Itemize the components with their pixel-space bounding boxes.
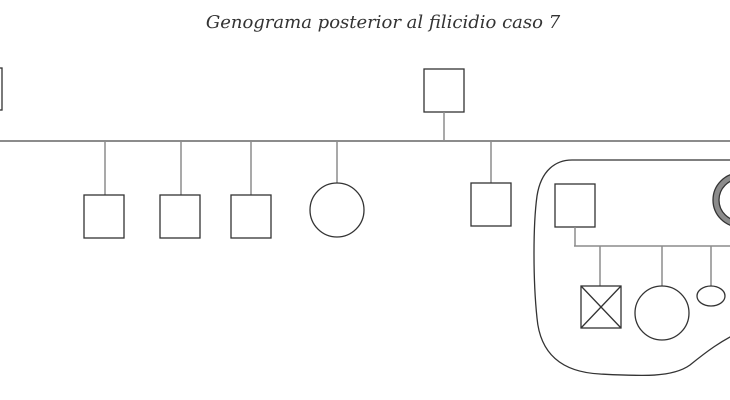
daughter xyxy=(309,182,365,238)
parent-male-center xyxy=(423,68,465,113)
household-boundary xyxy=(533,159,730,377)
household-father xyxy=(554,183,596,228)
deceased-son-cross-2 xyxy=(580,285,622,329)
genogram-title: Genograma posterior al filicidio caso 7 xyxy=(205,12,561,33)
son-3 xyxy=(230,194,272,239)
household-mother-inner xyxy=(718,180,730,220)
small-female-child xyxy=(696,285,726,307)
son-2 xyxy=(159,194,201,239)
son-4 xyxy=(470,182,512,227)
parent-male-left xyxy=(0,67,3,111)
son-1 xyxy=(83,194,125,239)
household-daughter xyxy=(634,285,690,341)
deceased-son xyxy=(580,285,622,329)
